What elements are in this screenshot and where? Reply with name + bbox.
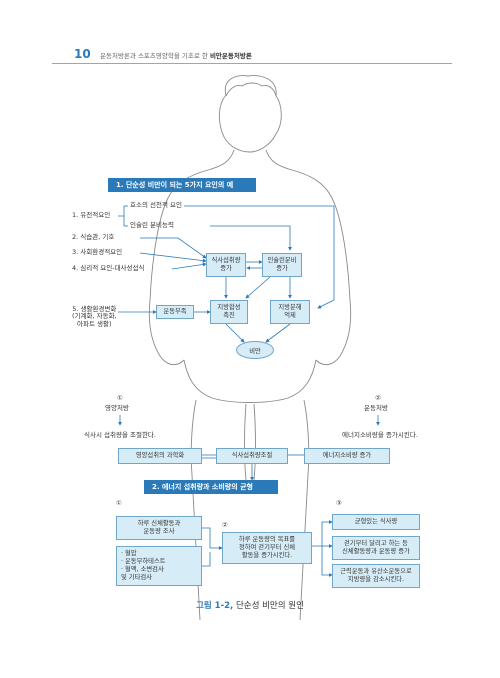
factor-psychological: 4. 심리적 요인-대사성섭식: [72, 264, 145, 272]
box-activity-target: 하루 운동량의 목표를 정하여 걷기부터 신체 활동을 증가시킨다.: [222, 532, 312, 564]
circle-2: ②: [375, 394, 381, 402]
factor-diet: 2. 식습관, 기호: [72, 233, 115, 241]
caption-label: 그림 1-2,: [196, 601, 234, 611]
box-balanced-diet: 균형있는 식사량: [332, 514, 420, 530]
section1-connectors: [118, 205, 335, 343]
step-1: ①: [116, 499, 122, 507]
bar-intake-control: 식사섭취량조절: [216, 448, 288, 464]
bar-nutrition-science: 영양섭취의 과학화: [118, 448, 202, 464]
nutrition-prescription-label: 영양처방: [105, 404, 129, 412]
circle-1: ①: [117, 394, 123, 402]
box-walking: 걷기부터 달리고 하는 등 신체활동량과 운동량 증가: [332, 536, 420, 560]
bar-energy-increase: 에너지소비량 증가: [304, 448, 390, 464]
header-rule: [52, 63, 452, 64]
box-fat-breakdown: 지방분해 억제: [270, 300, 310, 324]
factor-insulin-ability: 인슐린 분비능력: [130, 221, 174, 229]
figure-caption: 그림 1-2, 단순성 비만의 원인: [0, 599, 500, 611]
exercise-prescription-desc: 에너지소비량을 증가시킨다.: [342, 431, 418, 439]
box-fat-synthesis: 지방합성 촉진: [210, 300, 248, 324]
factor-genetic: 1. 유전적요인: [72, 211, 111, 219]
step-2: ②: [222, 521, 228, 529]
nutrition-prescription-desc: 식사시 섭취량을 조절한다.: [84, 431, 156, 439]
box-insulin-increase: 인슐린분비 증가: [262, 253, 302, 277]
box-strength: 근력운동과 유산소운동으로 지방량을 감소시킨다.: [332, 564, 420, 588]
box-exercise-lack: 운동부족: [156, 305, 194, 319]
obesity-oval: 비만: [236, 341, 274, 359]
running-title: 운동처방론과 스포츠영양학을 기초로 한 비만운동처방론: [100, 52, 252, 60]
middle-connectors: [118, 415, 380, 481]
caption-text: 단순성 비만의 원인: [235, 601, 304, 611]
body-outline: [148, 75, 352, 621]
factor-enzyme: 효소의 선천적 요인: [130, 201, 182, 209]
step-3: ③: [336, 499, 342, 507]
page-number: 10: [74, 47, 91, 61]
running-header: 10 운동처방론과 스포츠영양학을 기초로 한 비만운동처방론: [52, 47, 452, 63]
exercise-prescription-label: 운동처방: [364, 404, 388, 412]
factor-social: 3. 사회환경적요인: [72, 248, 123, 256]
box-daily-survey: 하루 신체활동과 운동량 조사: [116, 516, 202, 540]
box-tests: · 혈압 · 운동부하테스트 · 혈액, 소변검사 및 기타검사: [116, 546, 202, 586]
factor-lifestyle: 5. 생활환경변화 (기계화, 자동화, 아파트 생활): [72, 305, 117, 328]
section2-connectors: [202, 520, 333, 577]
section1-banner: 1. 단순성 비만이 되는 5가지 요인의 예: [108, 178, 256, 192]
box-intake-increase: 식사섭취량 증가: [206, 253, 246, 277]
section2-banner: 2. 에너지 섭취량과 소비량의 균형: [144, 480, 278, 494]
